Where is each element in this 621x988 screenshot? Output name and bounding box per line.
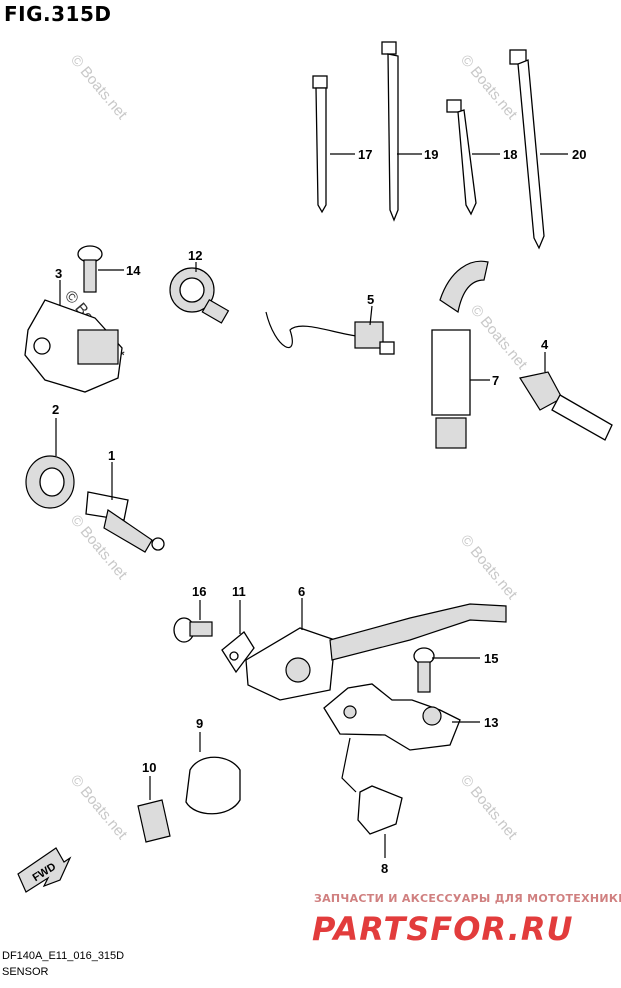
bolt-16	[173, 617, 213, 643]
clamp-9	[185, 756, 241, 815]
callout-18: 18	[503, 147, 517, 162]
callout-3: 3	[55, 266, 62, 281]
watermark-1: © Boats.net	[67, 52, 131, 124]
callout-16: 16	[192, 584, 206, 599]
callout-20: 20	[572, 147, 586, 162]
callout-7: 7	[492, 373, 499, 388]
o2-sensor-7	[431, 260, 489, 449]
watermark-7: © Boats.net	[457, 772, 521, 844]
crank-sensor-6	[245, 603, 507, 701]
banner-logo-text: PARTSFOR.RU	[312, 910, 573, 948]
knock-sensor-5	[265, 311, 395, 355]
figure-title: FIG.315D	[4, 2, 112, 26]
watermark-5: © Boats.net	[457, 532, 521, 604]
callout-10: 10	[142, 760, 156, 775]
sensor-8	[341, 737, 403, 835]
callout-4: 4	[541, 337, 549, 352]
callout-5: 5	[367, 292, 374, 307]
diagram-name: SENSOR	[2, 966, 49, 978]
callout-13: 13	[484, 715, 498, 730]
temp-sensor-4	[519, 371, 613, 441]
callout-8: 8	[381, 861, 388, 876]
banner-top-text: ЗАПЧАСТИ И АКСЕССУАРЫ ДЛЯ МОТОТЕХНИКИ	[314, 892, 621, 905]
watermark-6: © Boats.net	[67, 772, 131, 844]
bracket-13	[323, 683, 461, 751]
callout-numbers: 17 19 18 20 14 3 12 5 7 4 2 1 16 11 6 15…	[52, 147, 586, 876]
clip-10	[137, 799, 171, 843]
callout-2: 2	[52, 402, 59, 417]
callout-19: 19	[424, 147, 438, 162]
cable-tie-17	[312, 75, 328, 214]
callout-15: 15	[484, 651, 498, 666]
sensor-1	[85, 491, 165, 553]
fwd-arrow: FWD	[17, 847, 72, 893]
pressure-switch-12	[169, 267, 230, 324]
grommet-2	[25, 455, 75, 509]
callout-6: 6	[298, 584, 305, 599]
callout-14: 14	[126, 263, 141, 278]
callout-17: 17	[358, 147, 372, 162]
plate-11	[221, 631, 255, 674]
callout-11: 11	[232, 584, 246, 599]
diagram-code: DF140A_E11_016_315D	[2, 950, 125, 962]
bolt-14	[77, 245, 103, 293]
cable-tie-20	[509, 49, 545, 250]
watermark-3: © Boats.net	[467, 302, 531, 374]
cable-tie-18	[446, 99, 477, 216]
leader-lines	[55, 153, 568, 858]
callout-9: 9	[196, 716, 203, 731]
callout-1: 1	[108, 448, 115, 463]
map-sensor-3	[24, 299, 123, 393]
banner: ЗАПЧАСТИ И АКСЕССУАРЫ ДЛЯ МОТОТЕХНИКИ PA…	[312, 892, 621, 948]
cable-tie-19	[381, 41, 399, 222]
bolt-15	[413, 647, 435, 693]
callout-12: 12	[188, 248, 202, 263]
